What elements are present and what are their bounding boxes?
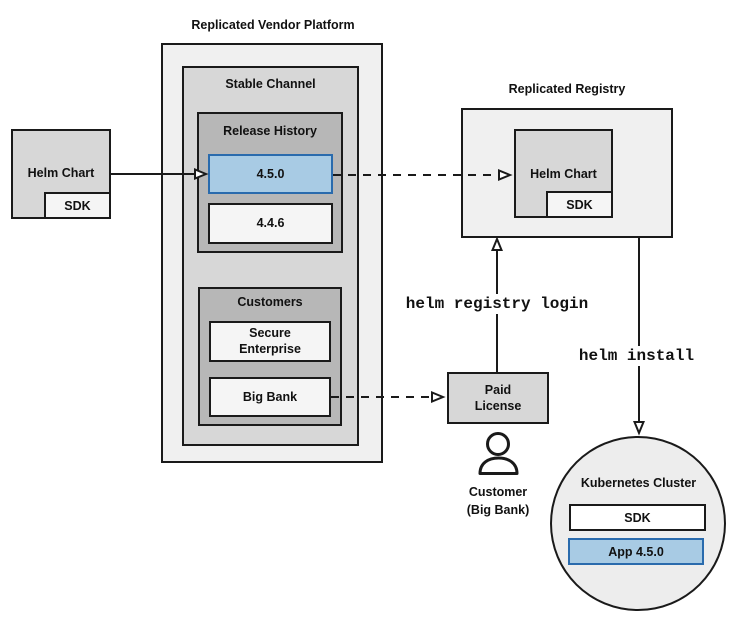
helm-chart-source-sdk-badge: SDK xyxy=(44,192,111,219)
customer-actor-label: Customer (Big Bank) xyxy=(448,483,548,519)
command-helm-registry-login: helm registry login xyxy=(399,294,595,314)
registry-helm-chart-label: Helm Chart xyxy=(530,167,597,181)
secure-enterprise-label-line2: Enterprise xyxy=(239,342,301,356)
release-version-450: 4.5.0 xyxy=(208,154,333,194)
secure-enterprise-label-line1: Secure xyxy=(249,326,291,340)
customer-actor-label-line2: (Big Bank) xyxy=(466,503,530,517)
customer-secure-enterprise-box: Secure Enterprise xyxy=(209,321,331,362)
stable-channel-title: Stable Channel xyxy=(225,77,316,91)
registry-sdk-badge: SDK xyxy=(546,191,613,218)
cluster-sdk-box: SDK xyxy=(569,504,706,531)
arrow-helm-install xyxy=(633,238,645,436)
helm-chart-source-label: Helm Chart xyxy=(27,166,95,180)
paid-license-label-line2: License xyxy=(474,399,522,413)
customers-title: Customers xyxy=(237,295,303,309)
release-history-title: Release History xyxy=(223,124,317,138)
customer-actor-label-line1: Customer xyxy=(468,485,528,499)
command-helm-install: helm install xyxy=(558,346,715,366)
kubernetes-cluster-title: Kubernetes Cluster xyxy=(580,476,697,490)
vendor-platform-title: Replicated Vendor Platform xyxy=(191,18,355,32)
customer-big-bank-box: Big Bank xyxy=(209,377,331,417)
release-version-446: 4.4.6 xyxy=(208,203,333,244)
cluster-app-box: App 4.5.0 xyxy=(568,538,704,565)
registry-title: Replicated Registry xyxy=(508,82,626,96)
paid-license-label-line1: Paid xyxy=(484,383,512,397)
person-icon xyxy=(478,432,519,475)
paid-license-box: Paid License xyxy=(447,372,549,424)
